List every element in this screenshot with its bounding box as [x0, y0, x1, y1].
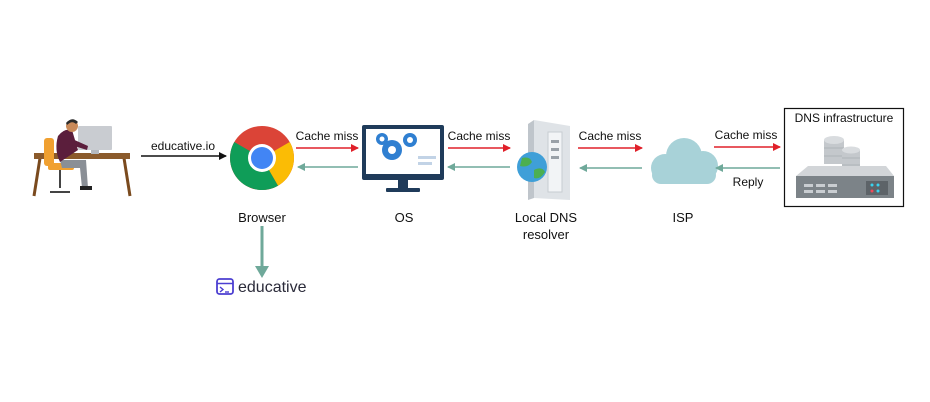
- reply-label: Reply: [733, 175, 764, 189]
- resolver-label-line1: Local DNS: [515, 210, 577, 225]
- globe-icon: [517, 152, 547, 182]
- terminal-icon: [216, 278, 234, 295]
- cache-miss-label-3: Cache miss: [579, 129, 642, 143]
- cache-miss-label-1: Cache miss: [296, 129, 359, 143]
- browser-label: Browser: [238, 210, 286, 225]
- isp-label: ISP: [673, 210, 694, 225]
- gear-icon: [376, 133, 417, 160]
- server-rack-icon: [796, 166, 894, 198]
- dns-resolver-server-icon: [517, 120, 570, 200]
- isp-cloud-icon: [651, 138, 718, 184]
- user-url-label: educative.io: [151, 139, 215, 153]
- resolver-label-line2: resolver: [523, 227, 570, 242]
- chrome-browser-icon: [230, 126, 294, 190]
- os-monitor-icon: [362, 125, 444, 192]
- dns-infrastructure-label: DNS infrastructure: [795, 111, 894, 125]
- os-label: OS: [395, 210, 414, 225]
- educative-logo: educative: [216, 278, 307, 296]
- user-at-desk-icon: [32, 119, 132, 197]
- cache-miss-label-2: Cache miss: [448, 129, 511, 143]
- dns-infrastructure-box: DNS infrastructure: [783, 107, 905, 208]
- educative-wordmark: educative: [238, 279, 307, 296]
- cache-miss-label-4: Cache miss: [715, 128, 778, 142]
- browser-to-educative-arrow-head: [255, 266, 269, 278]
